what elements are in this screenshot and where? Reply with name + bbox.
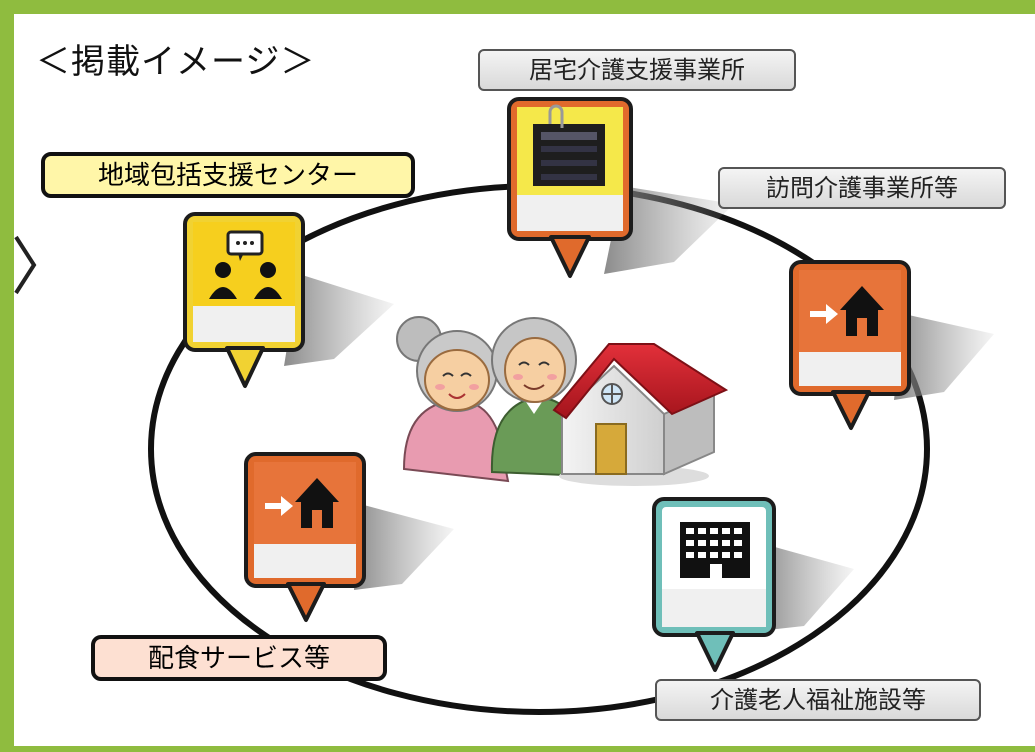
diagram-panel: ＜掲載イメージ＞ 居宅介護支援事業所 訪問介護事業所等 地域包括支援センター 配…: [14, 14, 1035, 746]
pin-shadow: [604, 186, 734, 274]
label-visit-care: 訪問介護事業所等: [718, 167, 1006, 209]
pin-community-center: [183, 212, 305, 388]
pin-shadow: [759, 544, 854, 631]
pin-nursing-home: [652, 497, 776, 672]
pin-care-support-office: [507, 97, 633, 278]
elderly-couple-icon: [396, 316, 590, 483]
home-arrow-icon: [810, 286, 884, 336]
pin-shadow: [894, 314, 994, 400]
label-community-center: 地域包括支援センター: [41, 152, 415, 198]
chevron-right-icon: [14, 235, 37, 295]
diagram-canvas: [148, 97, 994, 715]
pin-shadow: [284, 274, 394, 366]
pin-visit-care: [789, 260, 911, 430]
label-care-support-office: 居宅介護支援事業所: [478, 49, 796, 91]
diagram-title: ＜掲載イメージ＞: [36, 42, 316, 82]
home-arrow-icon: [265, 478, 339, 528]
label-meal-service: 配食サービス等: [91, 635, 387, 681]
office-desk-icon: [533, 104, 605, 186]
label-nursing-home: 介護老人福祉施設等: [655, 679, 981, 721]
house-icon: [552, 343, 729, 486]
speech-bubble-people-icon: [209, 230, 282, 299]
pin-meal-service: [244, 452, 366, 622]
building-icon: [680, 522, 750, 578]
pin-shadow: [354, 504, 454, 590]
